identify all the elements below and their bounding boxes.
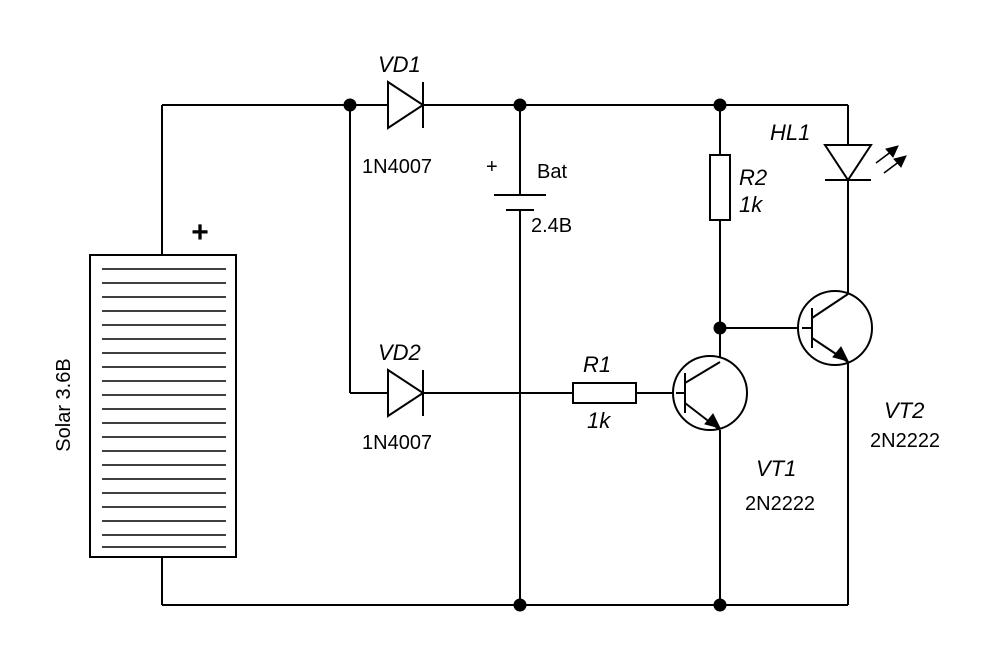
r2-ref-label: R2 [739,165,767,190]
vt1-emitter-arrow [704,413,721,429]
solar-panel-cells [102,268,226,548]
vt1-value-label: 2N2222 [745,493,815,515]
junction-dots [343,98,727,612]
junction-dot [513,598,527,612]
resistor-r2: R2 1k [709,154,767,221]
vd2-ref-label: VD2 [378,340,421,365]
vd1-value-label: 1N4007 [362,156,432,178]
diode-vd1: VD1 1N4007 [362,52,432,178]
led-hl1: HL1 [770,120,907,182]
resistor-r1: R1 1k [572,352,637,433]
r1-ref-label: R1 [583,352,611,377]
solar-panel: + Solar 3.6B [53,216,237,558]
junction-dot [343,98,357,112]
vt1-ref-label: VT1 [756,456,796,481]
diode-vd2: VD2 1N4007 [362,340,432,454]
junction-dot [713,321,727,335]
light-emission-arrows-icon [875,145,907,174]
junction-dot [513,98,527,112]
solar-label: Solar 3.6B [53,358,75,451]
junction-dot [713,598,727,612]
battery: + Bat 2.4B [486,156,572,237]
junction-dot [713,98,727,112]
solar-plus-sign: + [191,216,209,249]
r2-value-label: 1k [739,192,763,217]
transistor-vt1: VT1 2N2222 [672,355,815,515]
vd2-value-label: 1N4007 [362,432,432,454]
r1-value-label: 1k [587,408,611,433]
battery-plus-sign: + [486,156,498,178]
battery-name-label: Bat [537,161,567,183]
vd1-ref-label: VD1 [378,52,421,77]
transistor-vt2: VT2 2N2222 [797,290,940,452]
battery-value-label: 2.4B [531,215,572,237]
vt2-emitter-arrow [832,346,849,362]
vt2-value-label: 2N2222 [870,430,940,452]
vt2-ref-label: VT2 [884,398,924,423]
hl1-ref-label: HL1 [770,120,810,145]
